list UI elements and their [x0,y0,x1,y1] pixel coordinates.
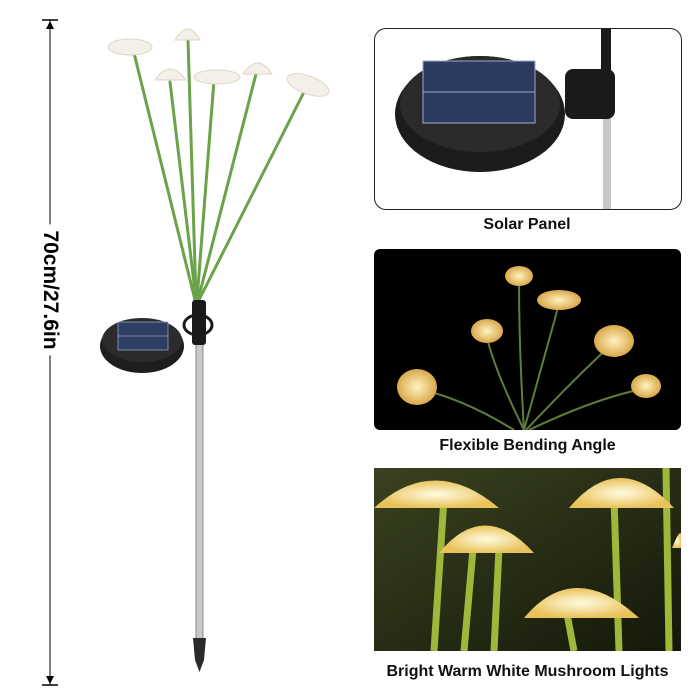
solar-panel-image [395,29,615,209]
mushroom-caps [107,28,330,97]
panel-caption: Flexible Bending Angle [439,437,616,454]
panel-caption: Solar Panel [483,216,571,233]
product-illustration [100,28,330,672]
dimension-label: 70cm/27.6in [38,224,62,356]
warm-light-photo [374,468,681,651]
bending-angle-photo [374,249,681,430]
solar-panel-closeup [374,28,682,210]
panel-caption: Bright Warm White Mushroom Lights [386,663,669,680]
